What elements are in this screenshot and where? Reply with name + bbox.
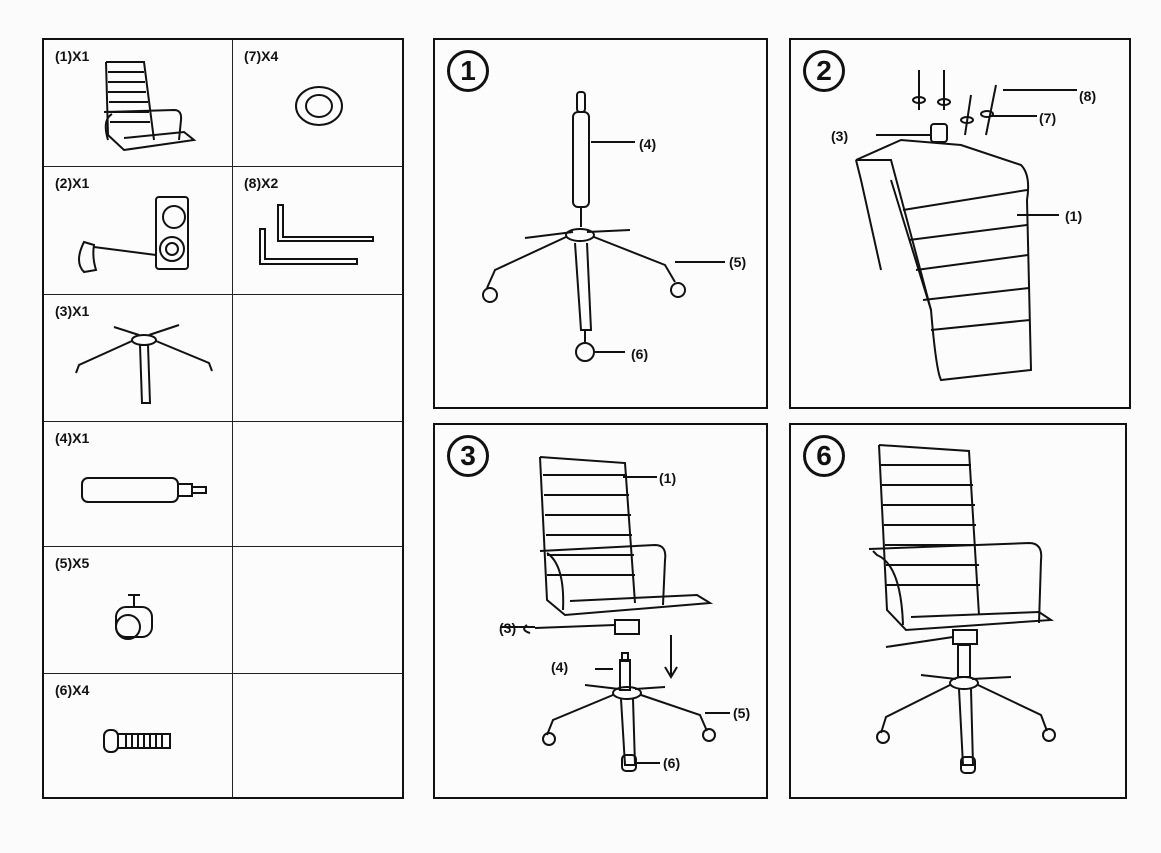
part-cell-3: (3)X1 bbox=[44, 295, 233, 422]
callout: (6) bbox=[631, 346, 649, 362]
caster-icon bbox=[115, 594, 153, 640]
callout: (5) bbox=[729, 254, 747, 270]
part-cell-empty bbox=[233, 547, 403, 674]
chair-assembly-drawing bbox=[500, 456, 730, 772]
callout: (4) bbox=[639, 136, 657, 152]
part-cell-1: (1)X1 bbox=[44, 40, 233, 167]
callout: (6) bbox=[663, 755, 681, 771]
callout: (1) bbox=[659, 470, 677, 486]
step-2-panel: 2 (8) (7) (3) (1) bbox=[789, 38, 1131, 409]
part-label: (3)X1 bbox=[55, 303, 90, 319]
step-number: 1 bbox=[447, 50, 489, 92]
part-cell-empty bbox=[233, 422, 403, 547]
base-icon bbox=[75, 324, 213, 404]
part-label: (7)X4 bbox=[244, 48, 279, 64]
part-label: (4)X1 bbox=[55, 430, 90, 446]
washer-icon bbox=[295, 86, 343, 126]
part-cell-7: (7)X4 bbox=[233, 40, 403, 167]
part-cell-8: (8)X2 bbox=[233, 167, 403, 295]
callout: (8) bbox=[1079, 88, 1097, 104]
part-cell-2: (2)X1 bbox=[44, 167, 233, 295]
step-3-panel: 3 (1) (3) (4) (5) (6) bbox=[433, 423, 768, 799]
callout: (3) bbox=[831, 128, 849, 144]
step-number: 6 bbox=[803, 435, 845, 477]
chair-icon bbox=[103, 61, 197, 152]
step-1-panel: 1 (4) (5) (6) bbox=[433, 38, 768, 409]
callout: (5) bbox=[733, 705, 751, 721]
mechanism-attach-drawing bbox=[855, 70, 1077, 382]
part-cell-empty bbox=[233, 674, 403, 798]
base-assembly-drawing bbox=[482, 91, 725, 362]
part-label: (2)X1 bbox=[55, 175, 90, 191]
part-label: (6)X4 bbox=[55, 682, 90, 698]
callout: (7) bbox=[1039, 110, 1057, 126]
callout: (1) bbox=[1065, 208, 1083, 224]
callout: (3) bbox=[499, 620, 517, 636]
part-cell-5: (5)X5 bbox=[44, 547, 233, 674]
part-cell-4: (4)X1 bbox=[44, 422, 233, 547]
part-label: (1)X1 bbox=[55, 48, 90, 64]
step-6-panel: 6 bbox=[789, 423, 1127, 799]
step-number: 2 bbox=[803, 50, 845, 92]
finished-chair-drawing bbox=[868, 444, 1056, 774]
step-number: 3 bbox=[447, 435, 489, 477]
part-cell-empty bbox=[233, 295, 403, 422]
bolt-icon bbox=[103, 729, 171, 753]
tilt-mechanism-icon bbox=[78, 196, 189, 274]
parts-list: (1)X1 (7)X4 (2)X1 (8)X2 (3)X1 bbox=[42, 38, 404, 799]
part-cell-6: (6)X4 bbox=[44, 674, 233, 798]
gas-lift-icon bbox=[81, 477, 207, 503]
part-label: (8)X2 bbox=[244, 175, 279, 191]
part-label: (5)X5 bbox=[55, 555, 90, 571]
allen-key-icon bbox=[259, 204, 374, 265]
callout: (4) bbox=[551, 659, 569, 675]
